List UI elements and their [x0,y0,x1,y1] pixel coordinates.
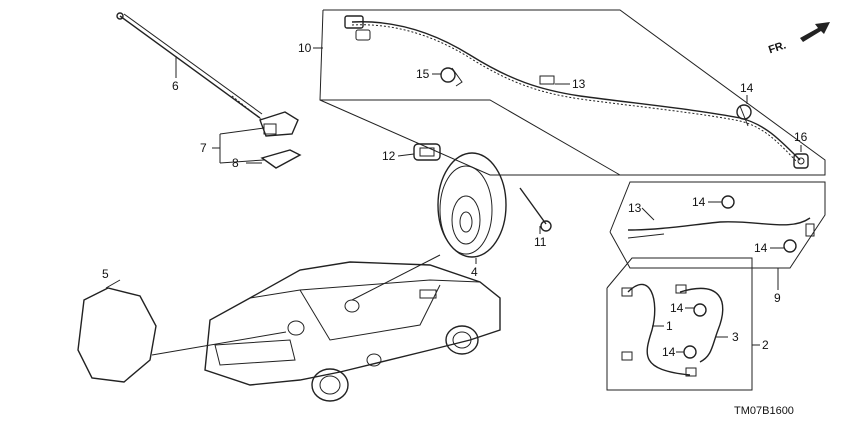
callout-10: 10 [298,41,312,55]
clip-14-b-icon [783,239,797,253]
callout-5: 5 [102,267,109,281]
callout-12: 12 [382,149,396,163]
callout-3: 3 [732,330,739,344]
clip-14-c-icon [693,303,707,317]
callout-6: 6 [172,79,179,93]
speaker-icon [437,152,507,258]
callout-11: 11 [534,235,547,249]
callout-14-rear-a: 14 [692,195,706,209]
leader-lines [105,47,802,356]
direction-label: FR. [767,39,788,56]
callout-13-rear: 13 [628,201,642,215]
clip-14-a-icon [721,195,735,209]
callout-14-rear-b: 14 [754,241,768,255]
grommet-16-icon [793,153,809,169]
antenna-rod [116,12,263,121]
harness-box-10 [319,9,826,176]
callout-9: 9 [774,291,781,305]
callout-15: 15 [416,67,430,81]
callout-4: 4 [471,265,478,279]
harness-box-2 [606,257,753,391]
callout-2: 2 [762,338,769,352]
antenna-gasket-icon [260,149,302,169]
car-illustration [204,261,501,402]
callout-14-top: 14 [740,81,754,95]
clip-14-d-icon [683,345,697,359]
callout-14-door-b: 14 [662,345,676,359]
speaker-cover-icon [77,287,157,383]
door-harness-1 [621,283,697,377]
callout-7: 7 [200,141,207,155]
feeder-harness [344,15,801,163]
clip-15-icon [440,67,463,87]
diagram-code: TM07B1600 [734,405,794,417]
front-direction-arrow-icon [800,22,830,42]
callout-1: 1 [666,319,673,333]
callout-16: 16 [794,130,808,144]
clip-12-icon [413,143,441,161]
door-harness-3 [621,284,724,363]
callout-8: 8 [232,156,239,170]
antenna-base-icon [259,111,299,137]
callout-14-door-a: 14 [670,301,684,315]
clip-14-top-icon [736,104,752,127]
screw-11-icon [519,187,552,232]
callout-13-top: 13 [572,77,586,91]
rear-harness [627,217,815,239]
harness-box-9 [609,181,826,269]
